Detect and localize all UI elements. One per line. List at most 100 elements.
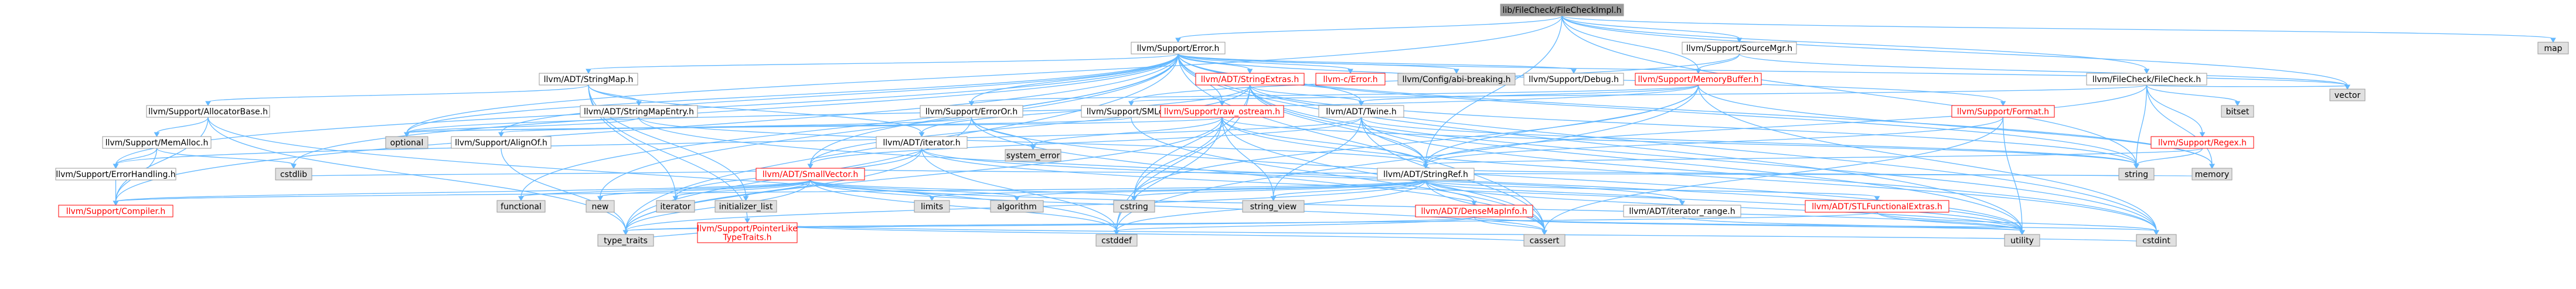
- node-cstddef: cstddef: [1095, 234, 1138, 247]
- node-label: bitset: [2226, 107, 2250, 117]
- edge-error-stringmap: [586, 53, 1179, 74]
- node-label: cassert: [1530, 236, 1560, 246]
- node-iterator[interactable]: llvm/ADT/iterator.h: [876, 136, 968, 149]
- edge-root-map: [1561, 15, 2556, 43]
- node-map: map: [2537, 42, 2569, 55]
- edge-stringref-compiler: [113, 179, 1427, 206]
- node-error[interactable]: llvm/Support/Error.h: [1131, 42, 1226, 55]
- node-label: llvm/ADT/iterator_range.h: [1629, 207, 1735, 216]
- node-label: cstdint: [2142, 236, 2170, 246]
- node-bitset: bitset: [2221, 105, 2254, 118]
- node-stringextras[interactable]: llvm/ADT/StringExtras.h: [1195, 73, 1305, 86]
- node-label: llvm/Support/ErrorOr.h: [925, 107, 1018, 117]
- edge-twine-string: [1360, 117, 2139, 169]
- node-compiler[interactable]: llvm/Support/Compiler.h: [58, 205, 173, 217]
- node-label: llvm/Support/SMLoc.h: [1087, 107, 1176, 117]
- edge-smallvector-iteratorstd: [672, 179, 811, 202]
- edge-filecheck-vector: [2146, 84, 2350, 90]
- node-label: llvm/ADT/StringMap.h: [544, 75, 634, 84]
- node-label: algorithm: [997, 202, 1037, 212]
- edge-regex-string: [2133, 148, 2203, 169]
- node-label: llvm/Config/abi-breaking.h: [1402, 75, 1510, 84]
- node-label: string_view: [1250, 202, 1296, 212]
- node-errorhandling[interactable]: llvm/Support/ErrorHandling.h: [55, 168, 176, 181]
- node-label: llvm/ADT/StringMapEntry.h: [584, 107, 694, 117]
- edge-filecheck-bitset: [2146, 84, 2241, 107]
- node-label: functional: [501, 202, 542, 212]
- edge-sourcemgr-vector: [1738, 53, 2350, 90]
- node-stringmap[interactable]: llvm/ADT/StringMap.h: [539, 73, 638, 86]
- node-filecheck[interactable]: llvm/FileCheck/FileCheck.h: [2086, 73, 2207, 86]
- edge-smallvector-initlist: [743, 179, 811, 202]
- node-typetraits: type_traits: [597, 234, 654, 247]
- node-label: llvm/Support/Format.h: [1957, 107, 2049, 117]
- node-regex[interactable]: llvm/Support/Regex.h: [2150, 136, 2254, 149]
- node-label: llvm/Support/Regex.h: [2158, 138, 2247, 148]
- node-smallvector[interactable]: llvm/ADT/SmallVector.h: [756, 168, 865, 181]
- node-label: llvm/ADT/Twine.h: [1326, 107, 1396, 117]
- edge-error-stringextras: [1178, 53, 1253, 74]
- node-rawostream[interactable]: llvm/Support/raw_ostream.h: [1160, 105, 1284, 118]
- node-alignof[interactable]: llvm/Support/AlignOf.h: [451, 136, 552, 149]
- nodes-layer: lib/FileCheck/FileCheckImpl.h llvm/Suppor…: [55, 4, 2569, 247]
- node-cstring: cstring: [1113, 200, 1155, 213]
- node-memalloc[interactable]: llvm/Support/MemAlloc.h: [102, 136, 212, 149]
- node-format[interactable]: llvm/Support/Format.h: [1951, 105, 2055, 118]
- node-densemapinfo[interactable]: llvm/ADT/DenseMapInfo.h: [1415, 205, 1533, 217]
- node-stlfunctional[interactable]: llvm/ADT/STLFunctionalExtras.h: [1805, 200, 1949, 213]
- node-cerror[interactable]: llvm-c/Error.h: [1315, 73, 1386, 86]
- node-label: type_traits: [604, 236, 648, 246]
- edge-stringref-densemapinfo: [1425, 179, 1477, 206]
- edge-densemapinfo-cstdint: [1474, 216, 2159, 236]
- node-label: llvm/ADT/iterator.h: [883, 138, 960, 148]
- edge-stlfunctional-utility: [1876, 212, 2025, 236]
- node-label: initializer_list: [719, 202, 773, 212]
- edge-stringref-stringview: [1270, 179, 1427, 202]
- node-initlist: initializer_list: [714, 200, 777, 213]
- node-allocatorbase[interactable]: llvm/Support/AllocatorBase.h: [146, 105, 270, 118]
- edge-smallvector-new: [597, 179, 811, 202]
- node-label: memory: [2195, 170, 2230, 179]
- node-erroror[interactable]: llvm/Support/ErrorOr.h: [920, 105, 1023, 118]
- edge-rawostream-systemerror: [1030, 117, 1223, 151]
- node-label: cstdlib: [280, 170, 307, 179]
- node-stringmapentry[interactable]: llvm/ADT/StringMapEntry.h: [580, 105, 698, 118]
- node-stringref[interactable]: llvm/ADT/StringRef.h: [1377, 168, 1475, 181]
- node-debug[interactable]: llvm/Support/Debug.h: [1523, 73, 1624, 86]
- node-label: llvm-c/Error.h: [1323, 75, 1377, 84]
- node-label: system_error: [1006, 151, 1060, 161]
- edge-root-filecheck: [1561, 15, 2150, 74]
- edge-memorybuffer-twine: [1358, 84, 1699, 107]
- node-label: vector: [2335, 91, 2361, 100]
- node-cassert: cassert: [1523, 234, 1566, 247]
- node-label: limits: [921, 202, 943, 212]
- node-utility: utility: [2004, 234, 2040, 247]
- edge-stringmap-stringmapentry: [588, 84, 642, 107]
- node-label: new: [592, 202, 609, 212]
- edge-filecheck-memory: [2146, 84, 2215, 169]
- node-label: llvm/ADT/SmallVector.h: [763, 170, 859, 179]
- edge-root-error: [1175, 15, 1563, 43]
- node-algorithm: algorithm: [990, 200, 1044, 213]
- node-root[interactable]: lib/FileCheck/FileCheckImpl.h: [1500, 4, 1624, 16]
- node-smloc[interactable]: llvm/Support/SMLoc.h: [1081, 105, 1182, 118]
- node-label: llvm/Support/raw_ostream.h: [1164, 107, 1280, 117]
- node-label: llvm/Support/MemAlloc.h: [106, 138, 209, 148]
- node-label: map: [2544, 44, 2562, 53]
- node-iteratorstd: iterator: [656, 200, 695, 213]
- edge-filecheck-stringref: [1423, 84, 2148, 169]
- node-iteratorrange[interactable]: llvm/ADT/iterator_range.h: [1623, 205, 1741, 217]
- node-systemerror: system_error: [1005, 149, 1061, 162]
- node-label: llvm/Support/AlignOf.h: [455, 138, 547, 148]
- node-limits: limits: [914, 200, 950, 213]
- node-label: llvm/Support/PointerLike: [697, 225, 798, 234]
- node-label: llvm/Support/SourceMgr.h: [1686, 44, 1792, 53]
- edge-memalloc-cstdlib: [156, 148, 297, 169]
- edge-twine-smallvector: [807, 117, 1362, 169]
- edge-rawostream-optional: [404, 117, 1223, 138]
- node-twine[interactable]: llvm/ADT/Twine.h: [1318, 105, 1404, 118]
- node-sourcemgr[interactable]: llvm/Support/SourceMgr.h: [1682, 42, 1797, 55]
- node-memorybuffer[interactable]: llvm/Support/MemoryBuffer.h: [1635, 73, 1762, 86]
